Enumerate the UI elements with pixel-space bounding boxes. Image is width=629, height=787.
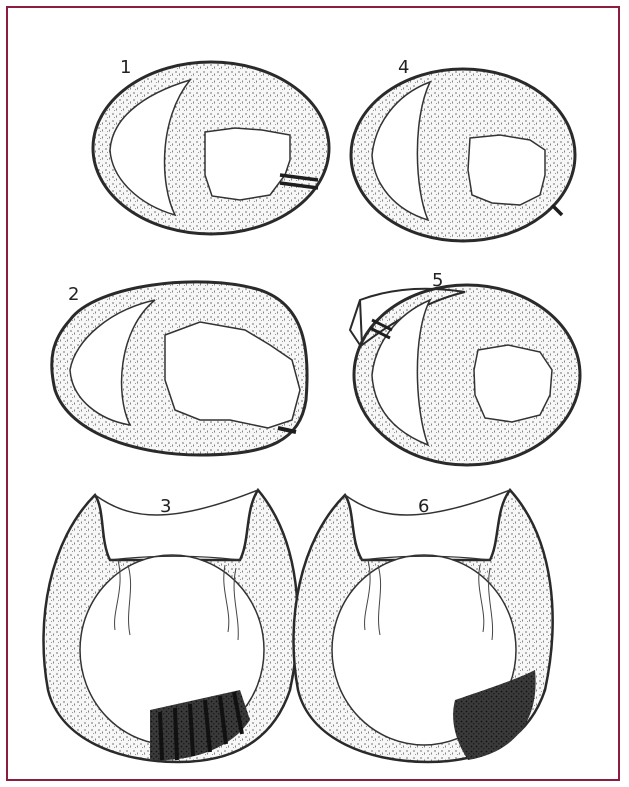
section-2 [52,282,307,455]
label-2: 2 [68,284,79,305]
label-1: 1 [120,57,131,78]
label-3: 3 [160,496,171,517]
label-6: 6 [418,496,429,517]
section-5 [350,285,580,465]
section-3 [43,490,297,762]
section-1 [93,62,329,234]
label-5: 5 [432,270,443,291]
label-4: 4 [398,57,409,78]
section-4 [351,69,575,241]
section-6 [293,490,552,762]
